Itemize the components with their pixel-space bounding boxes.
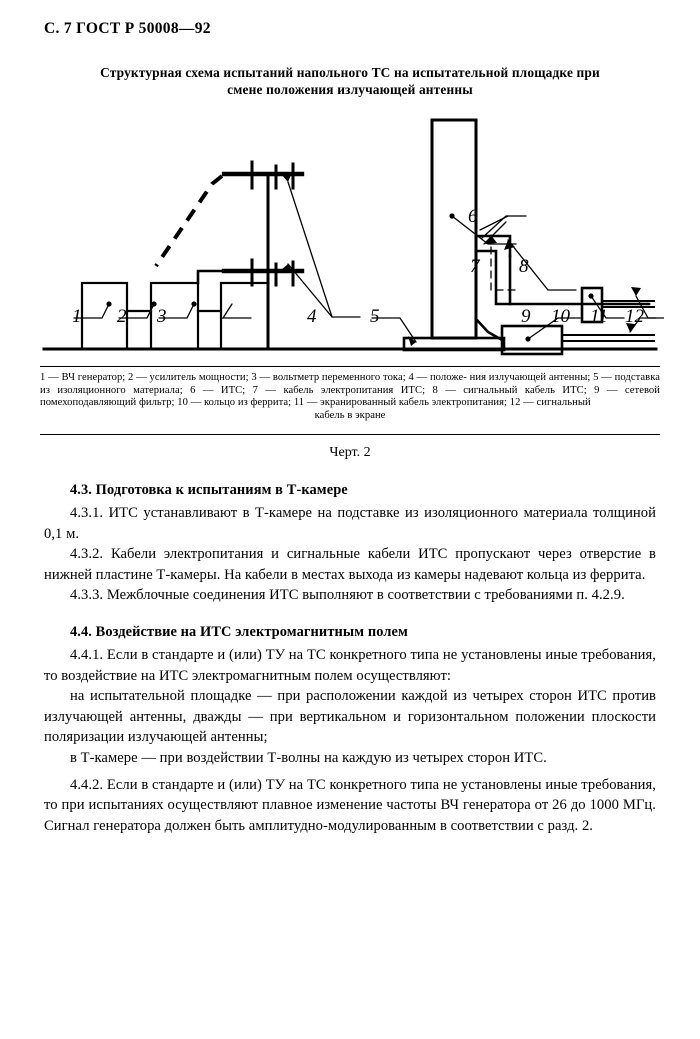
callout-6: 6 bbox=[468, 206, 478, 227]
cable-signal-8-upper bbox=[474, 234, 512, 258]
figure-rule-top bbox=[40, 366, 660, 367]
figure-title-line-2: смене положения излучающей антенны bbox=[227, 82, 473, 97]
leader-9 bbox=[527, 317, 581, 340]
paragraph-4-3-1: 4.3.1. ИТС устанавливают в Т-камере на п… bbox=[44, 505, 656, 542]
leader-arrow-7 bbox=[485, 235, 497, 244]
leader-10 bbox=[590, 295, 625, 319]
leader-12 bbox=[635, 295, 664, 319]
leader-arrow-4a bbox=[281, 174, 291, 182]
legend-line-2: ния излучающей антенны; 5 — подставка из… bbox=[40, 372, 660, 396]
leader-4c bbox=[287, 263, 333, 318]
antenna-position-lower bbox=[221, 258, 305, 287]
figure-rule-bottom bbox=[40, 434, 660, 435]
box-ac-voltmeter bbox=[219, 281, 270, 351]
callout-7: 7 bbox=[470, 256, 481, 277]
leader-arrow-5 bbox=[408, 336, 416, 346]
legend-line-5: кабель в экране bbox=[314, 409, 386, 421]
callout-4: 4 bbox=[307, 306, 317, 327]
callout-3: 3 bbox=[156, 306, 167, 327]
paragraph-4-3-3: 4.3.3. Межблочные соединения ИТС выполня… bbox=[70, 587, 625, 604]
legend-line-4: 10 — кольцо из феррита; 11 — экранирован… bbox=[177, 397, 591, 409]
callout-9: 9 bbox=[521, 306, 531, 327]
callout-1: 1 bbox=[72, 306, 82, 327]
leader-4b bbox=[287, 181, 361, 318]
leader-2 bbox=[118, 303, 155, 319]
legend-line-3: электропитания ИТС; 8 — сигнальный кабел… bbox=[40, 384, 660, 409]
leader-7 bbox=[490, 234, 520, 291]
figure-number: Черт. 2 bbox=[329, 445, 371, 460]
callout-5: 5 bbox=[370, 306, 380, 327]
leader-8 bbox=[507, 239, 577, 291]
leader-6line bbox=[481, 215, 527, 239]
leader-arrow-4b bbox=[281, 264, 292, 271]
leader-5 bbox=[371, 317, 417, 343]
callout-labels: 1 2 3 4 5 6 7 8 9 10 11 12 bbox=[72, 206, 645, 327]
section-heading-4-3: 4.3. Подготовка к испытаниям в Т-камере bbox=[70, 482, 348, 498]
antenna-tilted-dashed bbox=[154, 174, 224, 268]
ferrite-ring-10 bbox=[580, 286, 604, 324]
paragraph-4-4-2: 4.4.2. Если в стандарте и (или) ТУ на ТС… bbox=[44, 776, 656, 834]
callout-11: 11 bbox=[590, 306, 608, 327]
section-heading-4-4: 4.4. Воздействие на ИТС электромагнитным… bbox=[70, 623, 408, 640]
legend-line-1: 1 — ВЧ генератор; 2 — усилитель мощности… bbox=[40, 372, 467, 383]
paragraph-4-4-1-a: на испытательной площадке — при располож… bbox=[44, 688, 656, 746]
leader-arrow-12 bbox=[631, 287, 641, 296]
figure-diagram: 1 2 3 4 5 6 7 8 9 10 11 12 bbox=[36, 104, 664, 366]
leader-arrow-8 bbox=[504, 240, 515, 250]
callout-8: 8 bbox=[519, 256, 529, 277]
leader-dot-10 bbox=[588, 293, 594, 299]
figure-legend: 1 — ВЧ генератор; 2 — усилитель мощности… bbox=[40, 372, 660, 422]
page-header: С. 7 ГОСТ Р 50008—92 bbox=[44, 20, 211, 37]
leader-1 bbox=[73, 303, 110, 319]
leader-6 bbox=[451, 215, 489, 245]
paragraph-4-3-2: 4.3.2. Кабели электропитания и сигнальны… bbox=[44, 546, 656, 583]
callout-10: 10 bbox=[551, 306, 571, 327]
leader-6stub bbox=[479, 215, 509, 231]
leader-dot-6 bbox=[449, 213, 455, 219]
insulating-stand bbox=[402, 336, 506, 352]
cable-to-filter bbox=[474, 317, 504, 342]
leader-dot-1 bbox=[106, 301, 112, 307]
leader-4a bbox=[221, 303, 252, 319]
leader-dot-2 bbox=[151, 301, 157, 307]
schematic-drawing: 1 2 3 4 5 6 7 8 9 10 11 12 bbox=[42, 118, 664, 356]
figure-title-line-1: Структурная схема испытаний напольного Т… bbox=[100, 65, 600, 80]
leader-dot-3 bbox=[191, 301, 197, 307]
leader-3 bbox=[158, 303, 195, 319]
antenna-position-upper bbox=[221, 160, 305, 190]
body-text: 4.3. Подготовка к испытаниям в Т-камере … bbox=[44, 480, 656, 836]
leader-dot-9 bbox=[525, 336, 531, 342]
leader-arrow-11 bbox=[626, 323, 635, 332]
paragraph-4-4-1-b: в Т-камере — при воздействии Т-волны на … bbox=[70, 749, 547, 766]
callout-12: 12 bbox=[625, 306, 645, 327]
figure-title: Структурная схема испытаний напольного Т… bbox=[48, 64, 652, 98]
paragraph-4-4-1: 4.4.1. Если в стандарте и (или) ТУ на ТС… bbox=[44, 646, 656, 684]
callout-2: 2 bbox=[117, 306, 127, 327]
cable-power-7 bbox=[474, 249, 651, 306]
